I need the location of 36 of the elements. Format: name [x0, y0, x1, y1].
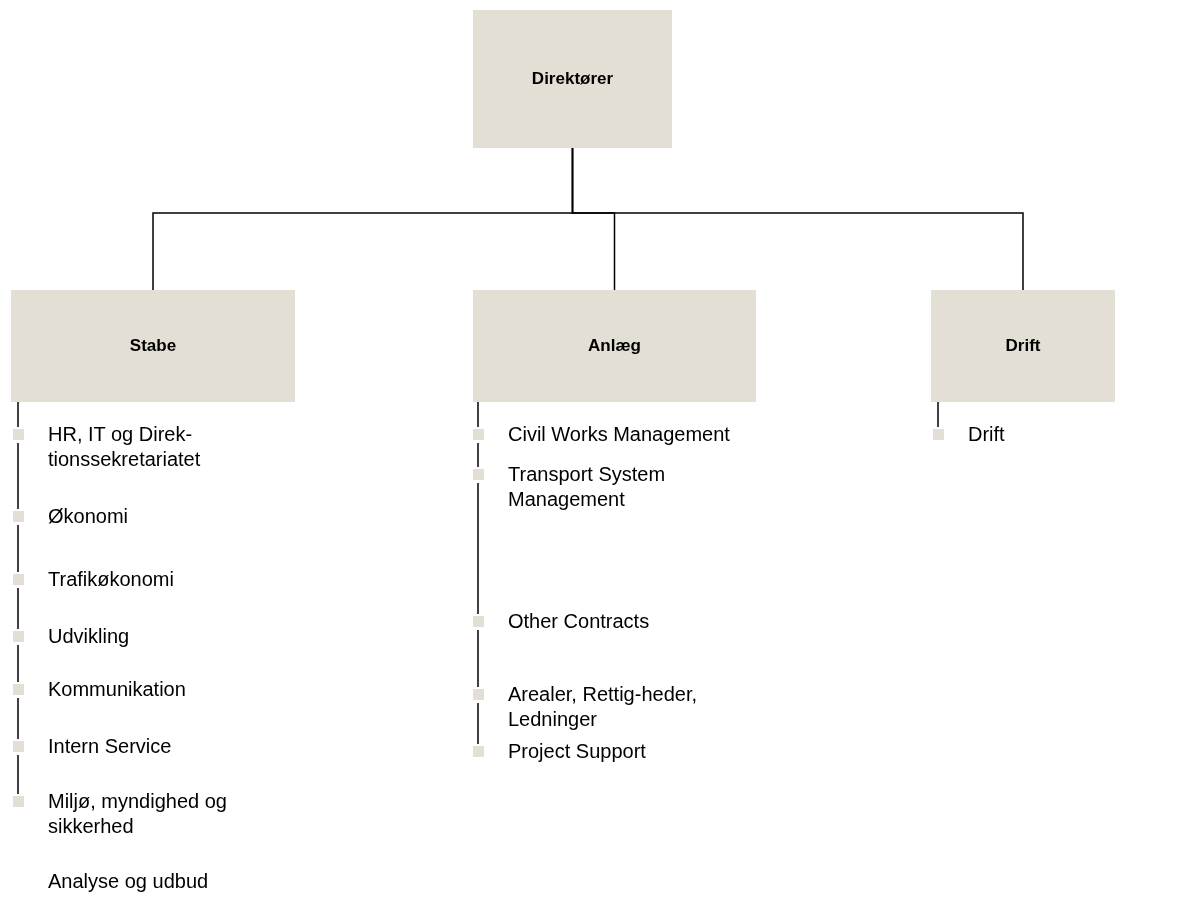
unit-title: Direktører	[531, 69, 614, 89]
connector-line	[17, 587, 19, 630]
connector-line	[571, 147, 1024, 291]
department-name: Drift	[968, 422, 1006, 447]
department-name: Project Support	[508, 739, 647, 764]
connector-line	[17, 697, 19, 740]
connector-line	[477, 401, 479, 428]
connector-line	[17, 401, 19, 428]
unit-box	[473, 290, 756, 402]
connector-line	[477, 482, 479, 615]
department-name: Kommunikation	[48, 677, 187, 702]
connector-line	[17, 644, 19, 683]
department-name: HR, IT og Direk-tionssekretariatet	[48, 422, 202, 472]
department-name: Transport System Management	[508, 462, 667, 512]
connector-line	[477, 629, 479, 688]
department-name: Analyse og udbud	[48, 869, 209, 894]
connector-line	[17, 442, 19, 510]
department-name: Miljø, myndighed og sikkerhed	[48, 789, 228, 839]
department-name: Økonomi	[48, 504, 130, 529]
unit-title: Stabe	[129, 336, 177, 356]
unit-box	[473, 10, 672, 148]
department-name: Intern Service	[48, 734, 173, 759]
department-name: Civil Works Management	[508, 422, 731, 447]
department-name: Arealer, Rettig-heder, Ledninger	[508, 682, 698, 732]
unit-title: Anlæg	[588, 336, 641, 356]
unit-box	[11, 290, 295, 402]
department-name: Trafikøkonomi	[48, 567, 175, 592]
connector-line	[17, 754, 19, 795]
unit-box	[931, 290, 1115, 402]
connector-line	[937, 401, 939, 428]
connector-line	[477, 442, 479, 468]
department-name: Udvikling	[48, 624, 131, 649]
unit-title: Drift	[1005, 336, 1041, 356]
department-name: Other Contracts	[508, 609, 651, 634]
connector-line	[17, 524, 19, 573]
connector-line	[477, 702, 479, 745]
